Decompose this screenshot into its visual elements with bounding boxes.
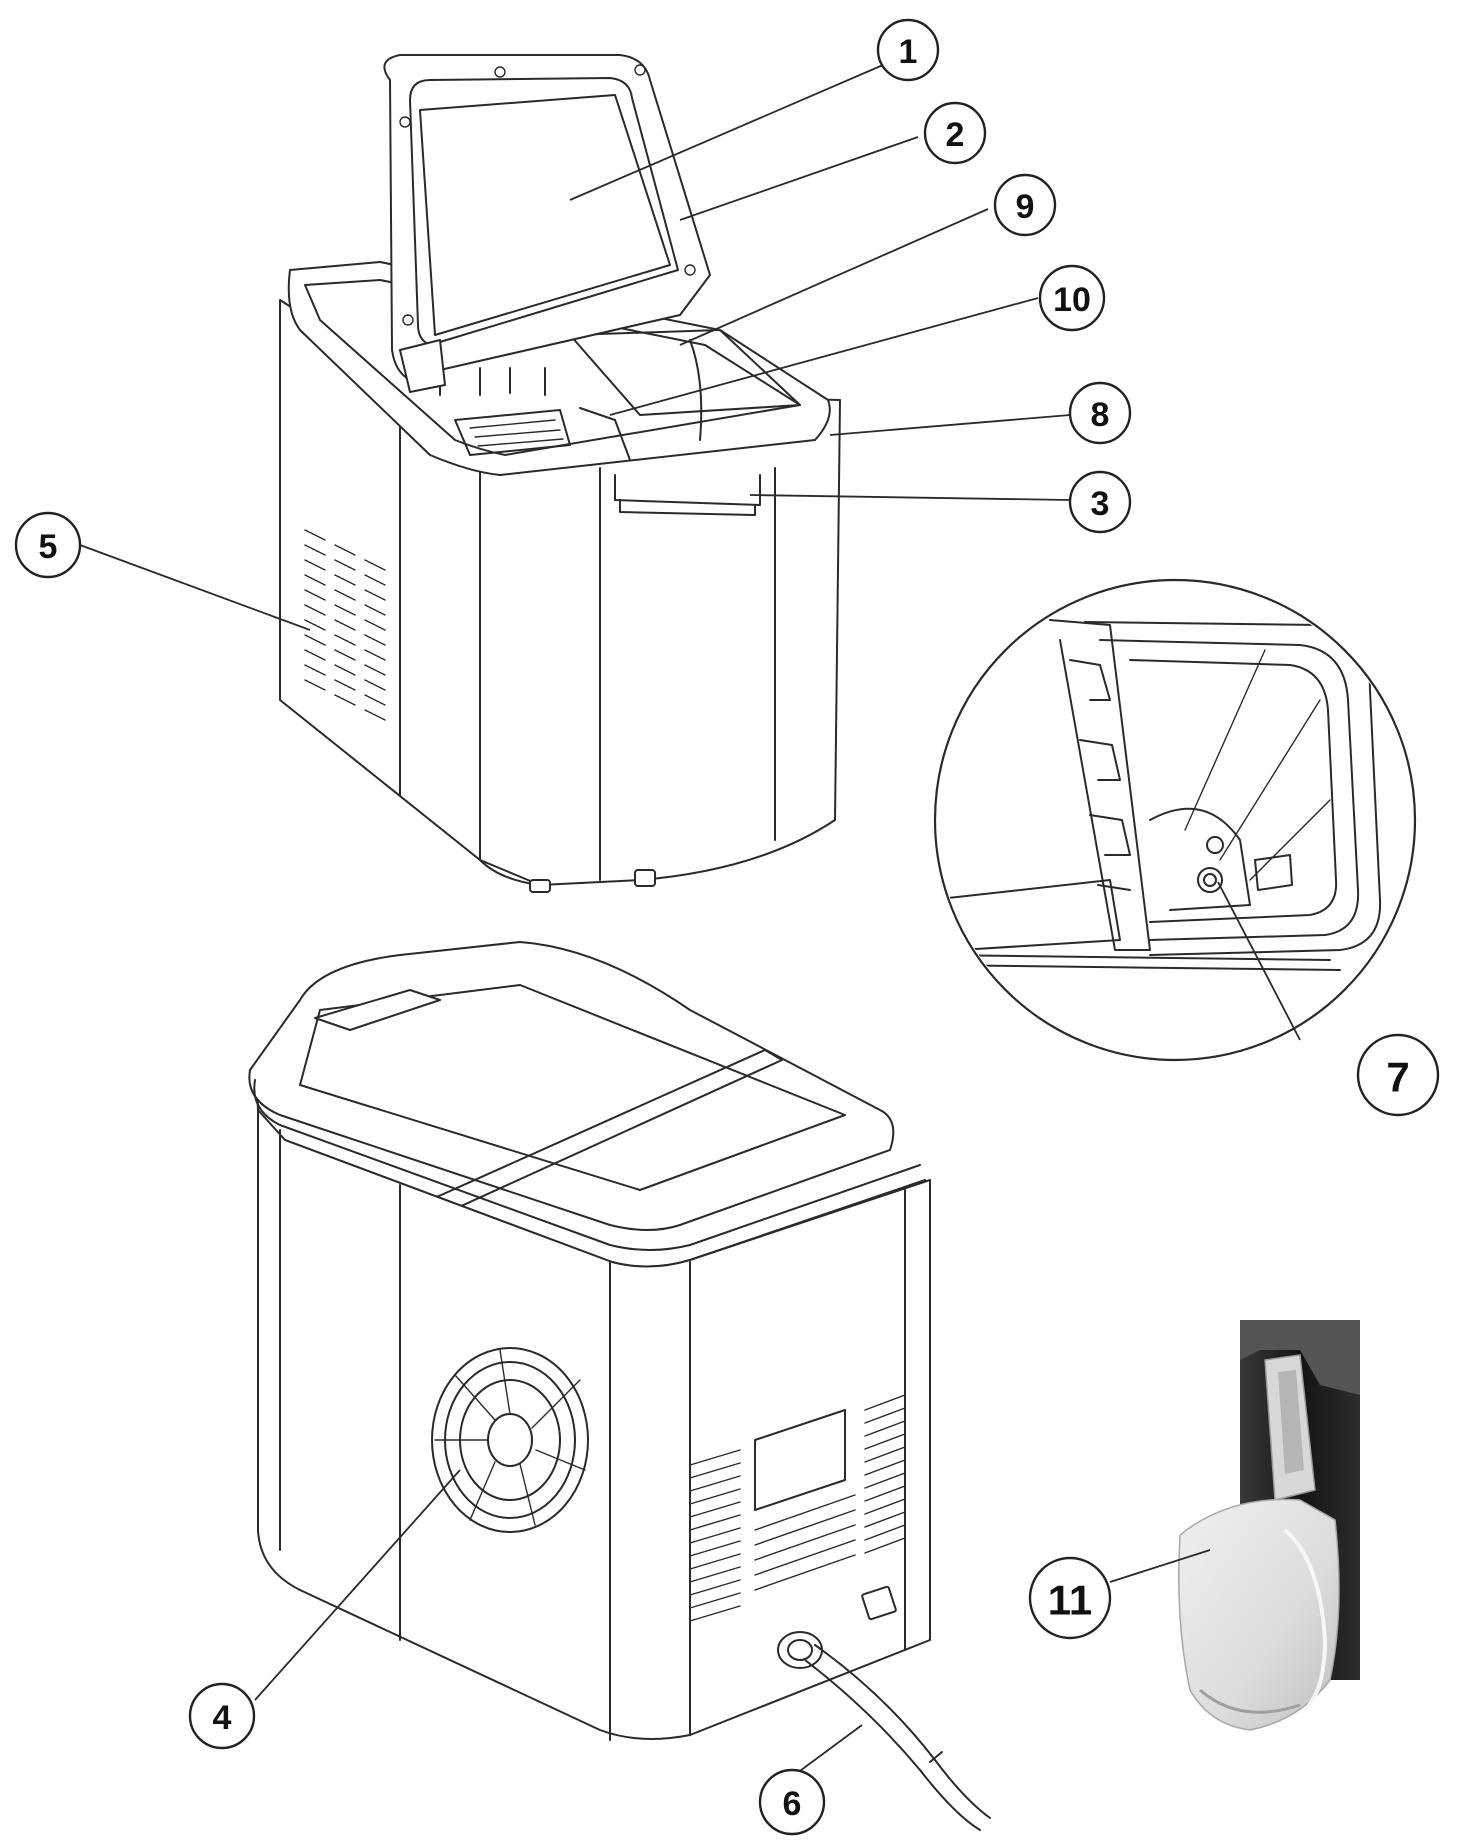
callout-3-label: 3 [1091,485,1110,523]
callout-3: 3 [1068,470,1132,534]
callout-7-label: 7 [1386,1054,1409,1101]
callout-7: 7 [1356,1033,1440,1117]
callout-8: 8 [1068,381,1132,445]
callout-5-label: 5 [39,528,58,566]
callout-9-label: 9 [1016,188,1035,226]
callout-8-label: 8 [1091,396,1110,434]
ice-maker-rear-view [248,941,991,1831]
rear-vents [689,1394,906,1622]
callout-1: 1 [876,18,940,82]
drain-port [777,1631,991,1831]
callout-4-label: 4 [213,1699,232,1737]
detail-magnifier [933,578,1417,1062]
callout-1-label: 1 [899,33,918,71]
ice-tray [454,407,631,461]
callout-11: 11 [1028,1556,1112,1640]
ice-scoop-photo [1178,1320,1360,1731]
callout-5: 5 [14,511,82,579]
leader-lines [79,64,1301,1783]
callout-2-label: 2 [946,116,965,154]
callout-10-label: 10 [1053,281,1091,319]
callout-9: 9 [993,173,1057,237]
rear-fan [431,1347,589,1533]
callout-6: 6 [758,1768,826,1836]
callout-11-label: 11 [1048,1577,1092,1624]
callout-4: 4 [188,1682,256,1750]
callout-6-label: 6 [783,1785,802,1823]
callout-10: 10 [1038,264,1106,332]
side-vents [304,529,386,721]
ice-maker-front-view [279,54,841,893]
open-lid [383,54,711,393]
callout-2: 2 [923,101,987,165]
